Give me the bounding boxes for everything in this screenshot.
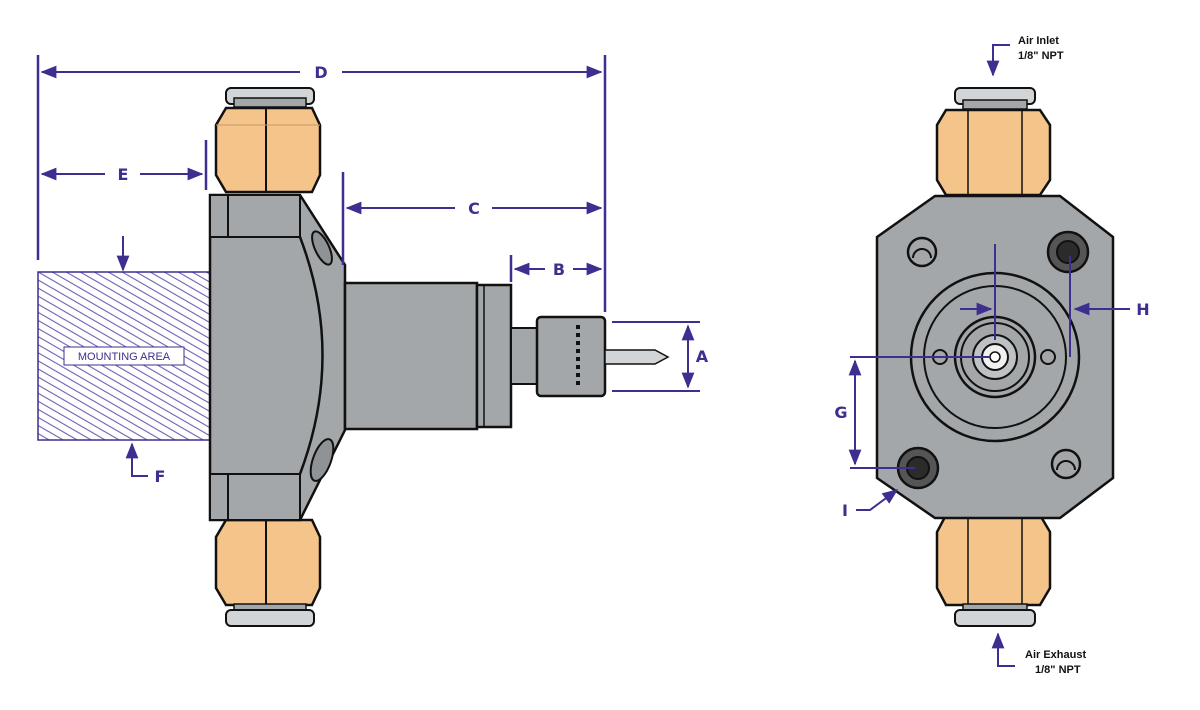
mounting-area-label: MOUNTING AREA <box>78 351 171 363</box>
spindle <box>343 281 670 431</box>
hex-nut-icon <box>214 106 322 194</box>
air-inlet-line2: 1/8" NPT <box>1018 50 1064 62</box>
label-c: C <box>468 199 480 218</box>
hex-nut-icon <box>935 108 1052 197</box>
front-view: Air Inlet 1/8" NPT Air Exhaust 1/8" NPT … <box>834 35 1149 676</box>
label-h: H <box>1136 300 1149 319</box>
dimension-h: H <box>960 244 1150 357</box>
exhaust-fitting <box>935 513 1052 627</box>
air-exhaust-line2: 1/8" NPT <box>1035 664 1081 676</box>
top-fitting <box>214 87 322 194</box>
drill-bit-icon <box>604 349 670 365</box>
dimension-g: G <box>834 356 990 469</box>
label-a: A <box>696 347 709 366</box>
label-b: B <box>553 260 565 279</box>
spindle-face <box>909 271 1081 443</box>
dimension-b: B <box>509 255 603 282</box>
air-inlet-line1: Air Inlet <box>1018 35 1059 47</box>
inlet-fitting <box>935 87 1052 197</box>
hex-nut-icon <box>214 518 322 607</box>
corner-holes <box>896 230 1090 490</box>
dimension-c: C <box>341 172 603 265</box>
side-view: MOUNTING AREA <box>36 55 709 627</box>
dimension-i: I <box>842 489 899 520</box>
label-e: E <box>118 165 129 184</box>
dimension-a: A <box>612 321 709 392</box>
tool-body <box>208 193 347 522</box>
hex-nut-icon <box>935 513 1052 607</box>
bottom-fitting <box>214 518 322 627</box>
dimension-f: F <box>125 442 166 486</box>
dimension-e: E <box>40 140 208 190</box>
dimension-d: D <box>36 55 607 312</box>
label-g: G <box>834 403 847 422</box>
air-inlet-callout: Air Inlet 1/8" NPT <box>986 35 1064 77</box>
label-f: F <box>155 467 166 486</box>
label-d: D <box>314 63 327 82</box>
arrow-icon <box>991 632 1015 667</box>
air-exhaust-callout: Air Exhaust 1/8" NPT <box>991 632 1086 676</box>
arrow-icon <box>986 44 1010 77</box>
label-i: I <box>842 501 848 520</box>
air-exhaust-line1: Air Exhaust <box>1025 649 1086 661</box>
mounting-area: MOUNTING AREA <box>37 271 211 441</box>
